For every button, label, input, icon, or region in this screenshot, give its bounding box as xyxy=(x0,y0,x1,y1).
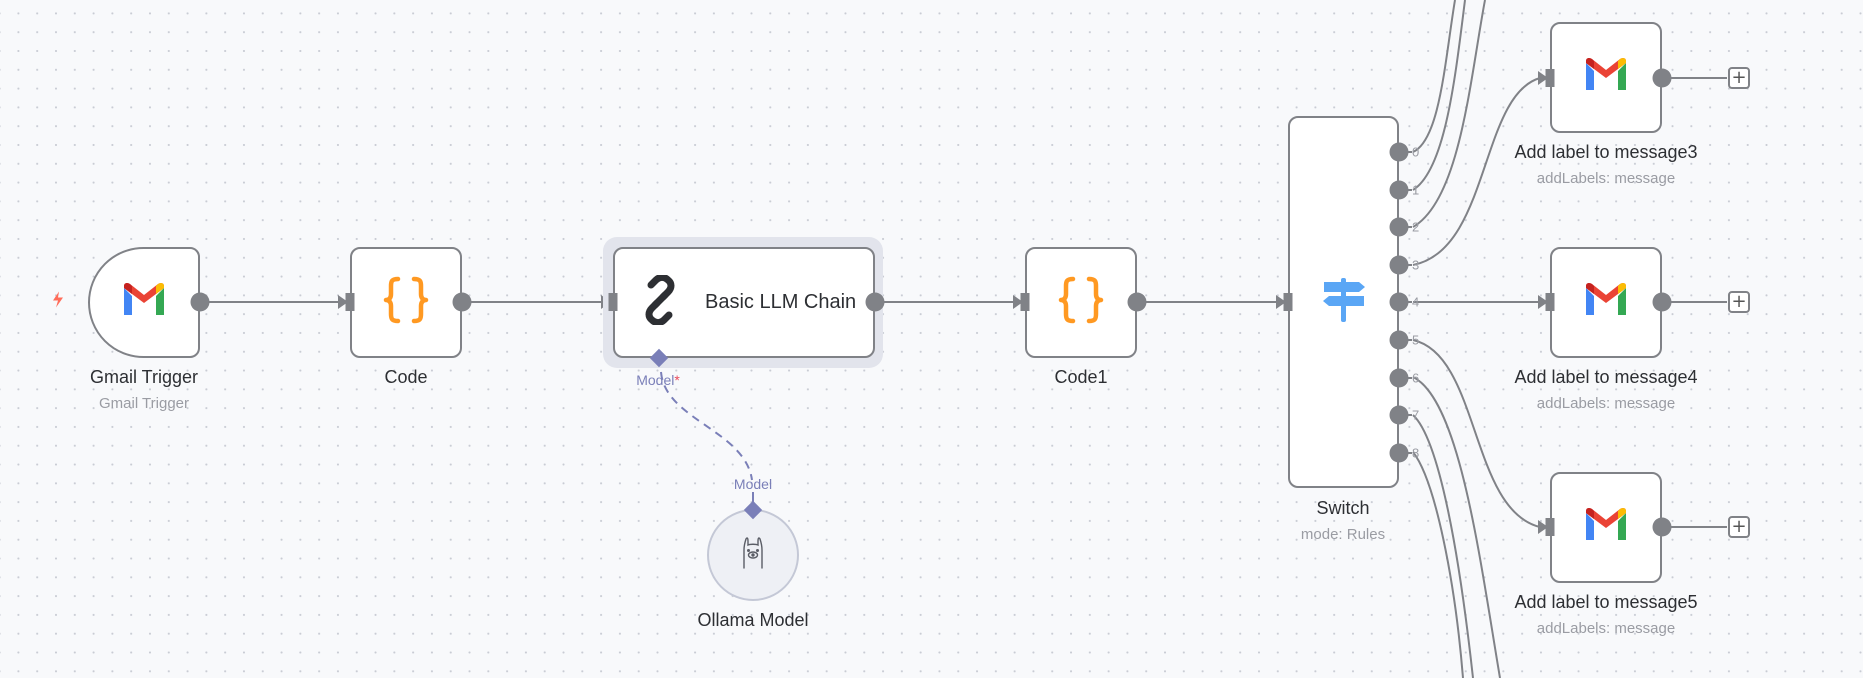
model-output-label: Model xyxy=(733,476,773,492)
input-handle[interactable] xyxy=(1020,293,1030,311)
code-braces-icon xyxy=(1058,276,1104,329)
node-title: Gmail Trigger xyxy=(89,367,199,387)
switch-output-label: 8 xyxy=(1412,445,1420,461)
required-mark: * xyxy=(674,372,680,388)
input-handle[interactable] xyxy=(1545,293,1555,311)
input-handle[interactable] xyxy=(345,293,355,311)
node-title: Switch xyxy=(1316,498,1370,518)
gmail-icon xyxy=(1583,507,1629,548)
switch-output-stub xyxy=(1405,301,1412,304)
gmail-icon xyxy=(1583,57,1629,98)
ai-connection-model[interactable] xyxy=(660,371,753,481)
output-handle[interactable] xyxy=(1652,292,1672,312)
edge-switch-out-7[interactable] xyxy=(1412,414,1474,678)
switch-output-stub xyxy=(1405,339,1412,341)
switch-output-label: 7 xyxy=(1412,407,1420,423)
switch-output-label: 0 xyxy=(1412,144,1420,160)
switch-output-handle-0[interactable] xyxy=(1389,142,1409,162)
node-title: Basic LLM Chain xyxy=(705,291,857,313)
output-handle[interactable] xyxy=(1652,68,1672,88)
add-node-button[interactable]: + xyxy=(1728,67,1750,89)
edge-switch-out-5[interactable] xyxy=(1412,339,1541,528)
input-handle[interactable] xyxy=(608,293,618,311)
switch-output-stub xyxy=(1405,414,1412,417)
switch-output-label: 5 xyxy=(1412,332,1420,348)
arrow-head xyxy=(1538,295,1548,309)
node-title: Add label to message4 xyxy=(1514,367,1698,387)
output-handle[interactable] xyxy=(190,292,210,312)
node-ollama-model[interactable] xyxy=(707,509,799,601)
switch-output-handle-7[interactable] xyxy=(1389,405,1409,425)
switch-output-label: 3 xyxy=(1412,257,1420,273)
node-title: Add label to message5 xyxy=(1514,592,1698,612)
node-title: Add label to message3 xyxy=(1514,142,1698,162)
edge-switch-out-8[interactable] xyxy=(1412,451,1464,678)
switch-output-label: 6 xyxy=(1412,370,1420,386)
switch-output-stub xyxy=(1405,451,1412,454)
switch-output-stub xyxy=(1405,188,1412,191)
model-input-label: Model* xyxy=(636,372,680,388)
node-code[interactable] xyxy=(350,247,462,358)
edge-switch-out-2[interactable] xyxy=(1412,0,1486,228)
arrow-head xyxy=(1276,295,1286,309)
node-switch[interactable] xyxy=(1288,116,1399,488)
output-handle[interactable] xyxy=(1652,517,1672,537)
node-subtitle: Gmail Trigger xyxy=(98,395,190,412)
node-subtitle: addLabels: message xyxy=(1536,395,1676,412)
switch-output-handle-6[interactable] xyxy=(1389,368,1409,388)
gmail-icon xyxy=(1583,282,1629,323)
input-handle[interactable] xyxy=(1545,69,1555,87)
node-subtitle: addLabels: message xyxy=(1536,620,1676,637)
switch-output-label: 1 xyxy=(1412,182,1420,198)
llama-icon xyxy=(739,536,767,575)
switch-output-stub xyxy=(1405,376,1412,379)
switch-output-handle-8[interactable] xyxy=(1389,443,1409,463)
arrow-head xyxy=(338,295,348,309)
edge-switch-out-1[interactable] xyxy=(1412,0,1466,191)
switch-output-stub xyxy=(1405,226,1412,229)
switch-output-handle-4[interactable] xyxy=(1389,292,1409,312)
node-title: Code xyxy=(384,367,428,387)
gmail-icon xyxy=(121,282,167,323)
output-handle[interactable] xyxy=(865,292,885,312)
node-code1[interactable] xyxy=(1025,247,1137,358)
node-title: Code1 xyxy=(1054,367,1108,387)
switch-output-stub xyxy=(1405,263,1412,266)
edge-switch-out-0[interactable] xyxy=(1412,0,1456,153)
arrow-head xyxy=(1013,295,1023,309)
switch-output-label: 2 xyxy=(1412,219,1420,235)
link-chain-icon xyxy=(635,273,685,330)
output-handle[interactable] xyxy=(452,292,472,312)
input-handle[interactable] xyxy=(1545,518,1555,536)
arrow-head xyxy=(1538,520,1548,534)
input-handle[interactable] xyxy=(1283,293,1293,311)
switch-output-handle-2[interactable] xyxy=(1389,217,1409,237)
signpost-icon xyxy=(1321,276,1367,329)
node-subtitle: addLabels: message xyxy=(1536,170,1676,187)
node-add-label-message3[interactable] xyxy=(1550,22,1662,133)
edge-switch-out-6[interactable] xyxy=(1412,376,1501,678)
switch-output-label: 4 xyxy=(1412,294,1420,310)
node-title: Ollama Model xyxy=(697,610,809,630)
output-handle[interactable] xyxy=(1127,292,1147,312)
bolt-icon xyxy=(50,291,66,314)
arrow-head xyxy=(1538,71,1548,85)
node-basic-llm-chain[interactable]: Basic LLM Chain xyxy=(613,247,875,358)
node-subtitle: mode: Rules xyxy=(1300,526,1386,543)
switch-output-handle-5[interactable] xyxy=(1389,330,1409,350)
switch-output-handle-1[interactable] xyxy=(1389,180,1409,200)
add-node-button[interactable]: + xyxy=(1728,291,1750,313)
switch-output-stub xyxy=(1405,151,1412,153)
switch-output-handle-3[interactable] xyxy=(1389,255,1409,275)
node-add-label-message4[interactable] xyxy=(1550,247,1662,358)
edge-switch-out-3[interactable] xyxy=(1412,77,1541,266)
add-node-button[interactable]: + xyxy=(1728,516,1750,538)
node-gmail-trigger[interactable] xyxy=(88,247,200,358)
code-braces-icon xyxy=(383,276,429,329)
node-add-label-message5[interactable] xyxy=(1550,472,1662,583)
